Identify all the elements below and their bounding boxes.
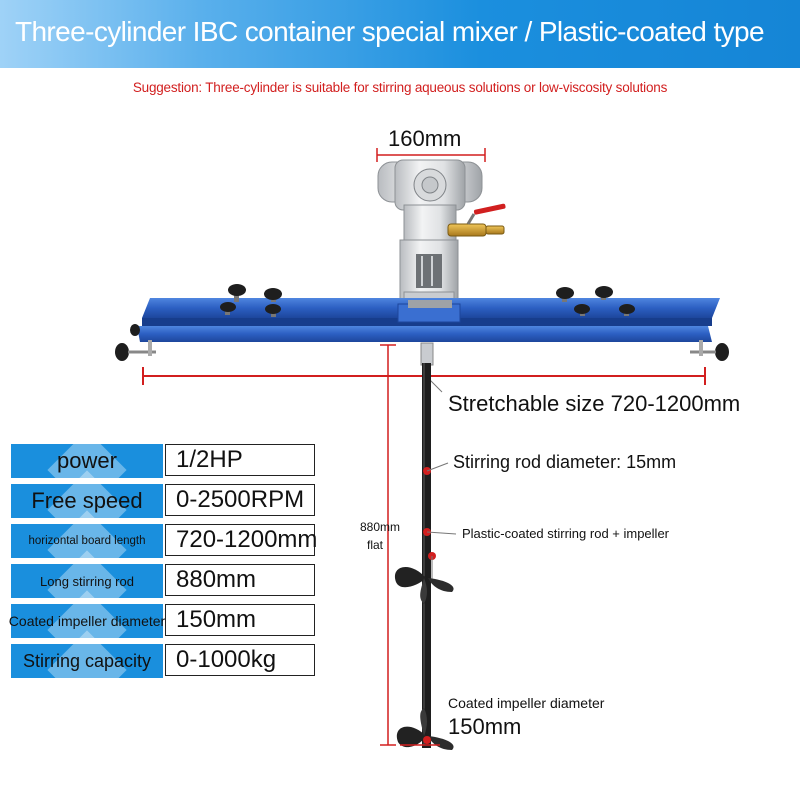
spec-row-capacity: Stirring capacity 0-1000kg [11,644,317,678]
spec-value: 880mm [165,564,315,596]
spec-label: Free speed [11,484,163,518]
width-dimension-line [376,148,486,162]
page-title: Three-cylinder IBC container special mix… [14,16,765,47]
spec-value: 0-2500RPM [165,484,315,516]
spec-value: 150mm [165,604,315,636]
spec-row-rod: Long stirring rod 880mm [11,564,317,598]
rod-length-note: flat [367,538,384,552]
stretchable-size-label: Stretchable size 720-1200mm [448,391,741,416]
spec-label: Stirring capacity [11,644,163,678]
spec-row-speed: Free speed 0-2500RPM [11,484,317,518]
header-banner: Three-cylinder IBC container special mix… [0,0,800,68]
impeller-diameter-value: 150mm [448,714,522,739]
spec-value: 0-1000kg [165,644,315,676]
spec-label: horizontal board length [11,524,163,558]
coated-rod-label: Plastic-coated stirring rod + impeller [462,526,669,541]
rod-length-dimension [380,344,396,746]
motor-width-label: 160mm [388,126,462,151]
rod-length-label: 880mm [360,520,401,534]
air-motor [377,159,506,311]
spec-label: Coated impeller diameter [9,604,165,638]
spec-row-impeller: Coated impeller diameter 150mm [9,604,317,638]
spec-row-power: power 1/2HP [11,444,317,478]
upper-impeller [394,566,454,604]
suggestion-note: Suggestion: Three-cylinder is suitable f… [132,80,668,95]
callout-markers [423,462,457,580]
spec-label: power [11,444,163,478]
spec-value: 1/2HP [165,444,315,476]
horizontal-board [115,284,729,361]
stirring-rod [420,342,434,748]
impeller-diameter-label: Coated impeller diameter [448,695,605,711]
spec-row-board-length: horizontal board length 720-1200mm [11,524,317,558]
lower-impeller [396,708,454,750]
spec-value: 720-1200mm [165,524,317,556]
rod-diameter-label: Stirring rod diameter: 15mm [453,452,677,472]
